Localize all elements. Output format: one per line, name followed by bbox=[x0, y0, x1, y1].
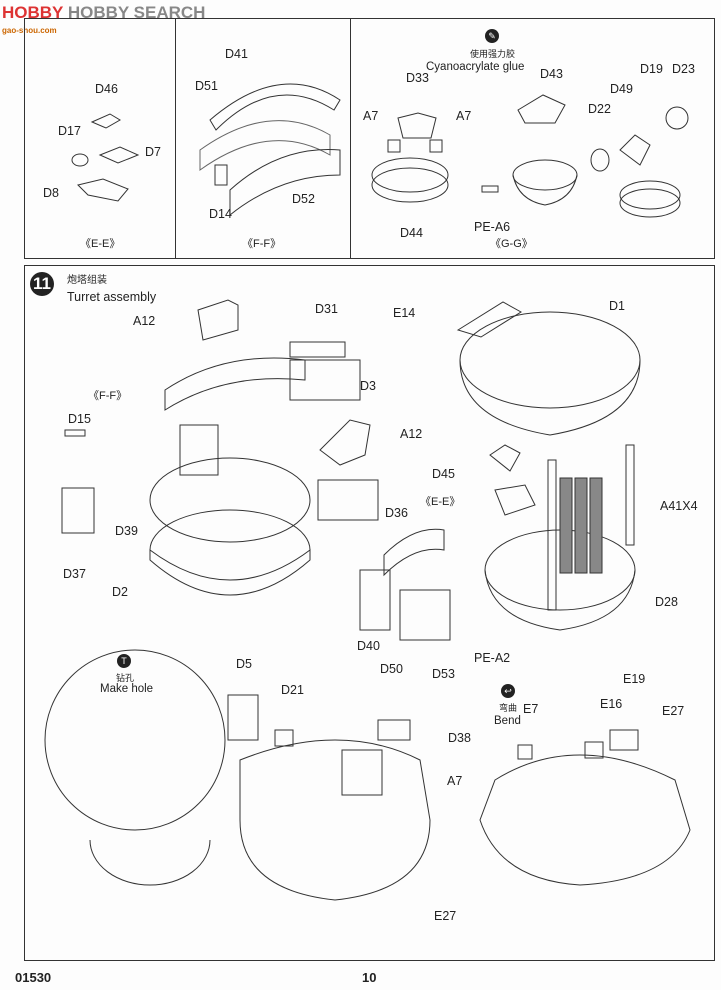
part-label: D37 bbox=[63, 567, 86, 581]
bend-icon: ↩ bbox=[501, 684, 515, 698]
part-label: E27 bbox=[434, 909, 457, 923]
make-hole-cn: 钻孔 bbox=[116, 673, 135, 683]
glue-note-en: Cyanoacrylate glue bbox=[426, 61, 525, 73]
part-label: A7 bbox=[447, 774, 463, 788]
part-label: D51 bbox=[195, 79, 218, 93]
part-label: D41 bbox=[225, 47, 248, 61]
part-label: D52 bbox=[292, 192, 315, 206]
part-label: D28 bbox=[655, 595, 678, 609]
part-label: D22 bbox=[588, 102, 611, 116]
step-title-cn: 炮塔组装 bbox=[67, 275, 107, 286]
panel-caption: 《G-G》 bbox=[490, 238, 533, 250]
part-label: D46 bbox=[95, 82, 118, 96]
panel-caption: 《E-E》 bbox=[80, 238, 121, 250]
part-label: A41X4 bbox=[660, 499, 698, 513]
part-label: E7 bbox=[523, 702, 539, 716]
part-label: D17 bbox=[58, 124, 81, 138]
part-label: D7 bbox=[145, 145, 161, 159]
step-title-en: Turret assembly bbox=[67, 290, 157, 304]
part-label: D39 bbox=[115, 524, 138, 538]
part-label: D33 bbox=[406, 71, 429, 85]
part-label: D3 bbox=[360, 379, 376, 393]
part-label: D21 bbox=[281, 683, 304, 697]
watermark-logo: HOBBY HOBBY SEARCH bbox=[2, 3, 206, 22]
step-11-panel bbox=[24, 265, 715, 961]
part-label: D45 bbox=[432, 467, 455, 481]
part-label: D43 bbox=[540, 67, 563, 81]
part-label: D31 bbox=[315, 302, 338, 316]
part-label: D8 bbox=[43, 186, 59, 200]
page-number: 10 bbox=[362, 970, 377, 985]
part-label: D2 bbox=[112, 585, 128, 599]
part-label: D15 bbox=[68, 412, 91, 426]
part-label: D14 bbox=[209, 207, 232, 221]
part-label: A7 bbox=[456, 109, 472, 123]
part-label: D49 bbox=[610, 82, 633, 96]
part-label: D5 bbox=[236, 657, 252, 671]
part-label: 《F-F》 bbox=[88, 390, 128, 402]
part-label: D38 bbox=[448, 731, 471, 745]
part-label: D36 bbox=[385, 506, 408, 520]
part-label: D40 bbox=[357, 639, 380, 653]
part-label: D44 bbox=[400, 226, 423, 240]
part-label: 《E-E》 bbox=[420, 496, 461, 508]
product-code: 01530 bbox=[15, 970, 52, 985]
part-label: E14 bbox=[393, 306, 416, 320]
bend-cn: 弯曲 bbox=[499, 703, 518, 713]
part-label: PE-A6 bbox=[474, 220, 511, 234]
part-label: D19 bbox=[640, 62, 663, 76]
watermark-sub: gao-shou.com bbox=[2, 26, 57, 35]
part-label: E27 bbox=[662, 704, 685, 718]
part-label: A12 bbox=[400, 427, 423, 441]
part-label: PE-A2 bbox=[474, 651, 511, 665]
part-label: D50 bbox=[380, 662, 403, 676]
panel-caption: 《F-F》 bbox=[242, 238, 282, 250]
drill-icon: T bbox=[117, 654, 131, 668]
panel-g-g bbox=[350, 18, 715, 259]
bend-en: Bend bbox=[494, 715, 521, 727]
part-label: D23 bbox=[672, 62, 695, 76]
glue-note-cn: 使用强力胶 bbox=[470, 49, 516, 59]
step-number-badge: 11 bbox=[30, 272, 54, 296]
make-hole-en: Make hole bbox=[100, 683, 154, 695]
part-label: D53 bbox=[432, 667, 455, 681]
part-label: E19 bbox=[623, 672, 646, 686]
glue-icon: ✎ bbox=[485, 29, 499, 43]
part-label: A7 bbox=[363, 109, 379, 123]
watermark-text: HOBBY SEARCH bbox=[67, 3, 206, 22]
part-label: D1 bbox=[609, 299, 625, 313]
part-label: E16 bbox=[600, 697, 623, 711]
part-label: A12 bbox=[133, 314, 156, 328]
